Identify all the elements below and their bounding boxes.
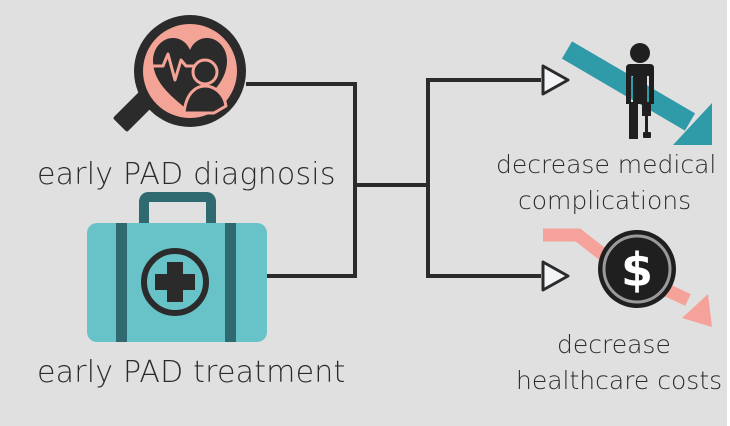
- right-edge-divider: [727, 0, 730, 426]
- connector-from-treatment: [266, 185, 357, 278]
- connector-branches: [426, 78, 541, 278]
- amputee-person-icon: [626, 43, 654, 139]
- diagnosis-label: early PAD diagnosis: [37, 157, 336, 192]
- costs-label-line-2: healthcare costs: [516, 366, 723, 395]
- dollar-coin-icon: $: [598, 230, 676, 308]
- costs-label-line-1: decrease: [557, 330, 671, 359]
- connector-from-diagnosis: [246, 82, 357, 185]
- treatment-label: early PAD treatment: [37, 355, 346, 390]
- complications-label-line-1: decrease medical: [496, 150, 717, 179]
- arrowhead-complications: [541, 64, 570, 96]
- arrowhead-costs: [541, 260, 570, 292]
- svg-text:$: $: [621, 243, 653, 297]
- complications-label-line-2: complications: [518, 186, 692, 215]
- medical-kit-icon: [87, 192, 267, 342]
- heart-magnifier-icon: [113, 15, 246, 132]
- connector-lines: [246, 78, 541, 278]
